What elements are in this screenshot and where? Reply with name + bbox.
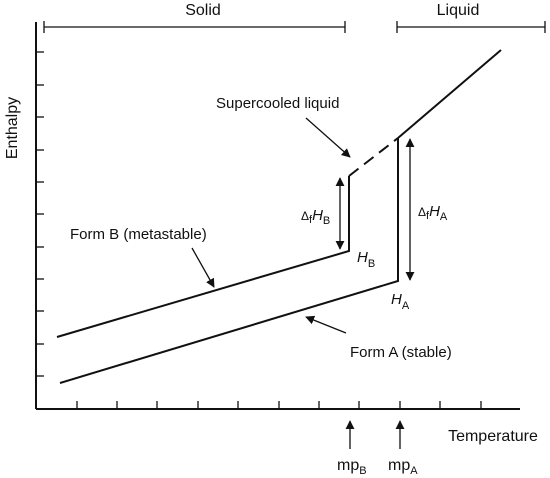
mp-b-label: mpB bbox=[337, 457, 367, 477]
h-b-label: HB bbox=[357, 249, 375, 270]
liquid-line bbox=[397, 49, 502, 139]
form-a-label: Form A (stable) bbox=[350, 344, 452, 361]
solid-region-label: Solid bbox=[185, 2, 221, 19]
form-b-label: Form B (metastable) bbox=[70, 226, 207, 243]
solid-bracket bbox=[43, 21, 346, 33]
mp-a-label: mpA bbox=[388, 457, 418, 477]
y-axis-ticks bbox=[36, 51, 44, 377]
form-b-pointer-arrow bbox=[191, 247, 215, 288]
dfh-b-label: ΔfHB bbox=[301, 207, 330, 227]
supercooled-liquid-label: Supercooled liquid bbox=[216, 95, 339, 112]
supercooled-liquid-line bbox=[348, 137, 399, 177]
form-a-pointer-arrow bbox=[305, 315, 347, 334]
h-a-label: HA bbox=[391, 291, 410, 312]
form-b-curve bbox=[56, 176, 350, 338]
x-axis-label: Temperature bbox=[448, 428, 538, 445]
liquid-region-label: Liquid bbox=[437, 2, 480, 19]
form-a-curve bbox=[59, 138, 399, 384]
y-axis-label: Enthalpy bbox=[4, 97, 21, 159]
x-axis-ticks bbox=[76, 401, 482, 409]
supercooled-pointer-arrow bbox=[305, 117, 351, 158]
dfh-a-label: ΔfHA bbox=[418, 203, 448, 223]
liquid-bracket bbox=[396, 21, 546, 33]
